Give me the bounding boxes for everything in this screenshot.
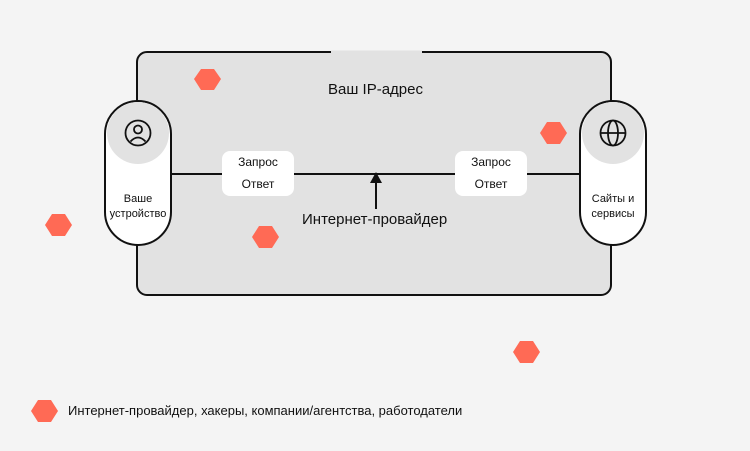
left-response-label: Ответ	[241, 177, 275, 191]
threat-hexagon	[513, 341, 540, 363]
threat-hexagon	[540, 122, 567, 144]
left-request-label: Запрос	[238, 155, 278, 169]
services-label-line1: Сайты и	[591, 193, 635, 205]
device-label-line2: устройство	[109, 208, 167, 220]
isp-label: Интернет-провайдер	[302, 211, 448, 228]
device-label: Ваше устройство	[103, 192, 173, 222]
left-request-response: Запрос Ответ	[222, 151, 294, 196]
device-label-line1: Ваше	[123, 193, 153, 205]
services-label: Сайты и сервисы	[578, 192, 648, 222]
threat-markers	[31, 69, 567, 422]
isp-arrow-head	[370, 172, 382, 183]
threat-hexagon	[45, 214, 72, 236]
right-request-response: Запрос Ответ	[455, 151, 527, 196]
legend-text: Интернет-провайдер, хакеры, компании/аге…	[68, 403, 463, 418]
right-request-label: Запрос	[471, 155, 511, 169]
user-icon	[124, 119, 152, 147]
threat-hexagon	[194, 69, 221, 90]
threat-hexagon	[252, 226, 279, 248]
legend-hexagon	[31, 400, 58, 422]
right-response-label: Ответ	[474, 177, 508, 191]
services-label-line2: сервисы	[591, 208, 635, 220]
globe-icon	[599, 119, 627, 147]
ip-address-title: Ваш IP-адрес	[328, 81, 423, 98]
